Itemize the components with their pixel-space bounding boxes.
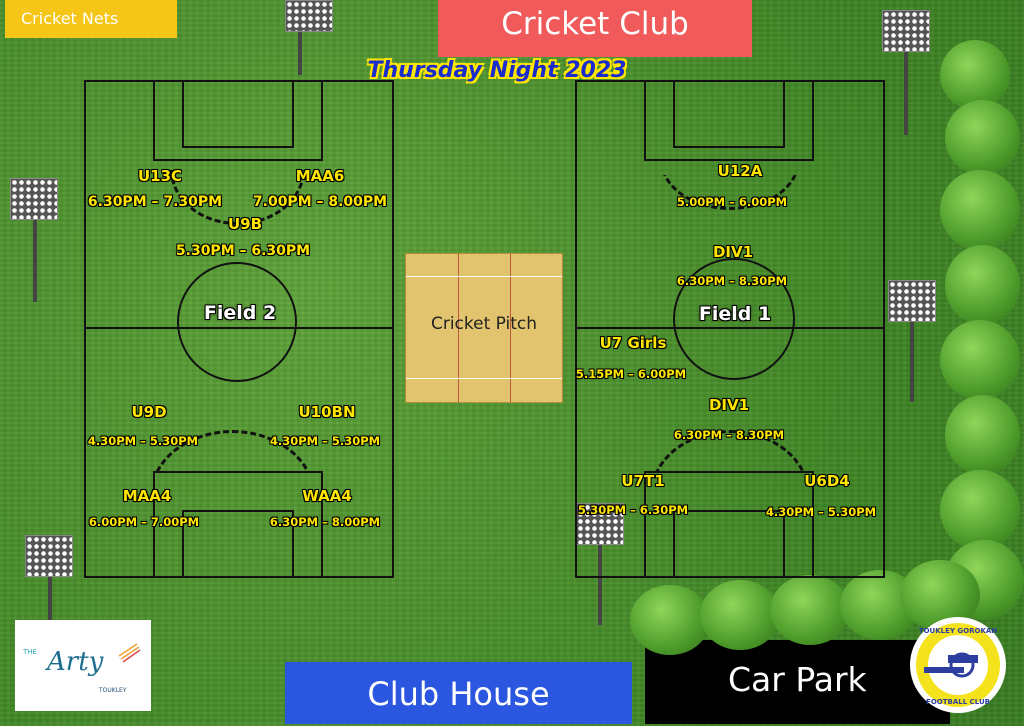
team-label: DIV1	[708, 396, 750, 414]
arty-toukley-logo: THE Arty TOUKLEY	[15, 620, 151, 711]
cricket-pitch: Cricket Pitch	[405, 253, 563, 403]
svg-text:TOUKLEY GOROKAN: TOUKLEY GOROKAN	[919, 627, 997, 635]
time-label: 6.00PM – 7.00PM	[88, 515, 200, 529]
time-label: 5.15PM – 6.00PM	[575, 367, 687, 381]
svg-text:TOUKLEY: TOUKLEY	[98, 687, 127, 694]
team-label: MAA4	[122, 487, 172, 505]
field-1-label: Field 1	[698, 303, 772, 325]
cricket-club-label: Cricket Club	[501, 6, 689, 42]
time-label: 4.30PM – 5.30PM	[87, 434, 199, 448]
team-label: U10BN	[298, 403, 356, 421]
team-label: U7 Girls	[599, 334, 667, 352]
time-label: 5.30PM – 6.30PM	[577, 503, 689, 517]
time-label: 4.30PM – 5.30PM	[269, 434, 381, 448]
team-label: U13C	[137, 167, 183, 185]
time-label: 7.00PM – 8.00PM	[252, 194, 388, 210]
time-label: 5.30PM – 6.30PM	[175, 243, 311, 259]
toukley-gorokan-fc-badge: TOUKLEY GOROKAN FOOTBALL CLUB	[910, 617, 1006, 713]
team-label: U9D	[131, 403, 167, 421]
club-house-label: Club House	[367, 675, 550, 713]
time-label: 6.30PM – 8.30PM	[676, 274, 788, 288]
car-park-area	[645, 640, 950, 724]
time-label: 6.30PM – 7.30PM	[87, 194, 223, 210]
car-park-label: Car Park	[728, 660, 867, 699]
time-label: 5.00PM – 6.00PM	[676, 195, 788, 209]
time-label: 6.30PM – 8.30PM	[673, 428, 785, 442]
svg-text:Arty: Arty	[45, 647, 104, 677]
team-label: WAA4	[302, 487, 352, 505]
time-label: 6.30PM – 8.00PM	[269, 515, 381, 529]
cricket-nets-box: Cricket Nets	[5, 0, 177, 38]
time-label: 4.30PM – 5.30PM	[765, 505, 877, 519]
team-label: U7T1	[621, 472, 665, 490]
team-label: U9B	[227, 215, 263, 233]
field-2-label: Field 2	[203, 302, 277, 324]
cricket-pitch-label: Cricket Pitch	[430, 314, 538, 334]
subtitle: Thursday Night 2023	[367, 58, 627, 83]
svg-text:THE: THE	[22, 648, 37, 656]
club-house-box: Club House	[285, 662, 632, 724]
team-label: U12A	[717, 162, 763, 180]
team-label: DIV1	[712, 243, 754, 261]
team-label: MAA6	[295, 167, 345, 185]
team-label: U6D4	[804, 472, 850, 490]
cricket-nets-label: Cricket Nets	[21, 9, 119, 28]
cricket-club-box: Cricket Club	[438, 0, 752, 57]
svg-text:FOOTBALL CLUB: FOOTBALL CLUB	[926, 698, 990, 706]
